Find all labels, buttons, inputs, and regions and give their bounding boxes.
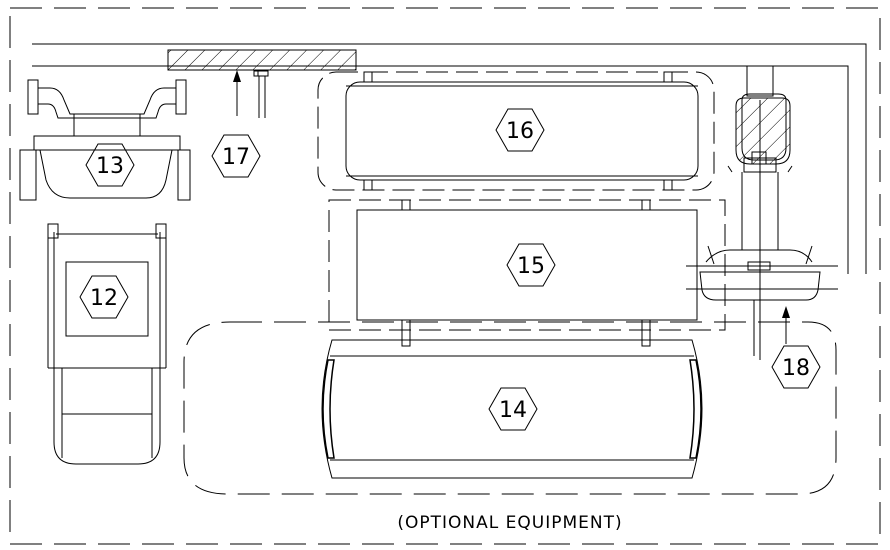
callout-18-label: 18	[782, 356, 810, 381]
item-18-hoist	[699, 65, 821, 360]
callout-12-label: 12	[90, 286, 118, 311]
item-17-overhead-beam	[167, 49, 357, 118]
callout-17: 17	[211, 134, 261, 178]
callout-12: 12	[79, 275, 129, 319]
callout-16: 16	[495, 108, 545, 152]
callout-16-label: 16	[506, 119, 534, 144]
item-12-cart	[47, 223, 167, 465]
callout-13-label: 13	[96, 154, 124, 179]
item-14-optional-equipment	[183, 321, 837, 495]
callout-14: 14	[488, 387, 538, 431]
item-15-unit	[328, 199, 726, 347]
callout-17-label: 17	[222, 145, 250, 170]
optional-equipment-caption: (OPTIONAL EQUIPMENT)	[397, 513, 622, 533]
callout-14-label: 14	[499, 398, 527, 423]
callout-15-label: 15	[517, 254, 545, 279]
callout-13: 13	[85, 143, 135, 187]
callout-18: 18	[771, 345, 821, 389]
item-13-fixture	[19, 79, 191, 201]
callout-15: 15	[506, 243, 556, 287]
item-16-unit	[317, 71, 715, 191]
right-guide-lines	[686, 265, 838, 290]
